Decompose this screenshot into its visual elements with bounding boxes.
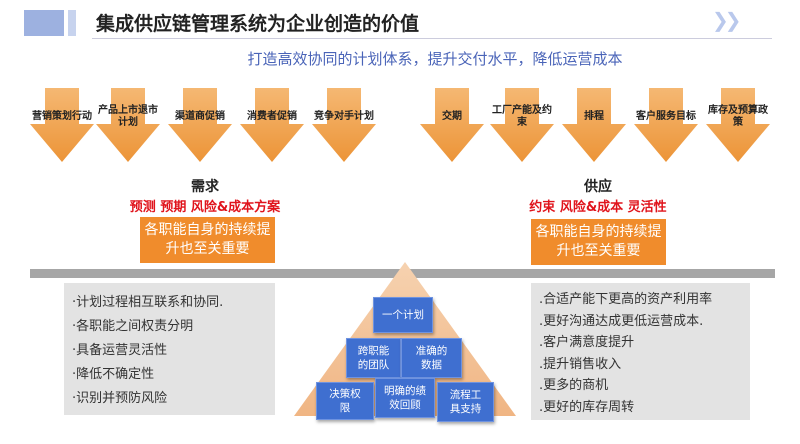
arrow-label: 营销策划行动 (32, 111, 92, 122)
arrow-label: 产品上市退市计划 (98, 105, 158, 128)
arrow-demand_arrows-2: 渠道商促销 (168, 88, 232, 162)
arrow-demand_arrows-4: 竞争对手计划 (312, 88, 376, 162)
arrow-supply_arrows-1: 工厂产能及约束 (490, 88, 554, 162)
pyramid-block: 准确的数据 (401, 338, 462, 378)
supply-heading: 供应 (584, 179, 612, 195)
demand-keywords: 预测 预期 风险&成本方案 (129, 200, 281, 215)
list-item: ·降低不确定性 (72, 367, 155, 382)
title-decoration-bar (68, 10, 76, 36)
pyramid-block: 决策权限 (316, 382, 374, 420)
arrow-demand_arrows-3: 消费者促销 (240, 88, 304, 162)
supply-keywords: 约束 风险&成本 灵活性 (529, 200, 667, 215)
list-item: ·识别并预防风险 (72, 391, 168, 406)
list-item: .更好沟通达成更低运营成本. (539, 313, 704, 329)
arrow-supply_arrows-4: 库存及预算政策 (706, 88, 770, 162)
arrow-label: 竞争对手计划 (314, 111, 374, 122)
supply-note-box: 各职能自身的持续提升也至关重要 (531, 219, 666, 265)
arrow-label: 消费者促销 (247, 111, 297, 122)
pyramid-block: 流程工具支持 (437, 382, 494, 422)
arrow-label: 渠道商促销 (175, 111, 225, 122)
page-title: 集成供应链管理系统为企业创造的价值 (96, 13, 420, 35)
arrow-supply_arrows-3: 客户服务目标 (634, 88, 698, 162)
arrow-demand_arrows-1: 产品上市退市计划 (96, 88, 160, 162)
arrow-supply_arrows-0: 交期 (420, 88, 484, 162)
list-item: .更多的商机 (539, 378, 609, 393)
list-item: .客户满意度提升 (539, 335, 635, 350)
pyramid-block: 跨职能的团队 (346, 338, 401, 378)
arrow-supply_arrows-2: 排程 (562, 88, 626, 162)
list-item: ·具备运营灵活性 (72, 343, 168, 358)
list-item: .合适产能下更高的资产利用率 (539, 292, 713, 307)
demand-heading: 需求 (191, 179, 219, 195)
list-item: .更好的库存周转 (539, 399, 635, 415)
arrow-label: 库存及预算政策 (708, 105, 768, 128)
pyramid-top-block: 一个计划 (373, 297, 433, 333)
list-item: .提升销售收入 (539, 356, 622, 372)
demand-note-box: 各职能自身的持续提升也至关重要 (140, 217, 275, 263)
list-item: ·计划过程相互联系和协同. (72, 295, 224, 310)
arrow-demand_arrows-0: 营销策划行动 (30, 88, 94, 162)
arrow-label: 交期 (442, 111, 462, 122)
chevron-right-icon: ❯❯ (712, 8, 741, 32)
list-item: ·各职能之间权责分明 (72, 319, 194, 334)
subtitle: 打造高效协同的计划体系，提升交付水平，降低运营成本 (247, 50, 623, 68)
title-divider (92, 38, 772, 39)
arrow-label: 客户服务目标 (636, 111, 696, 122)
supply-benefits-list: .合适产能下更高的资产利用率 .更好沟通达成更低运营成本. .客户满意度提升 .… (531, 283, 750, 420)
arrow-label: 排程 (584, 111, 604, 122)
title-decoration (24, 10, 64, 36)
arrow-label: 工厂产能及约束 (492, 105, 552, 128)
pyramid-block: 明确的绩效回顾 (375, 378, 435, 418)
demand-benefits-list: ·计划过程相互联系和协同. ·各职能之间权责分明 ·具备运营灵活性 ·降低不确定… (64, 283, 275, 415)
